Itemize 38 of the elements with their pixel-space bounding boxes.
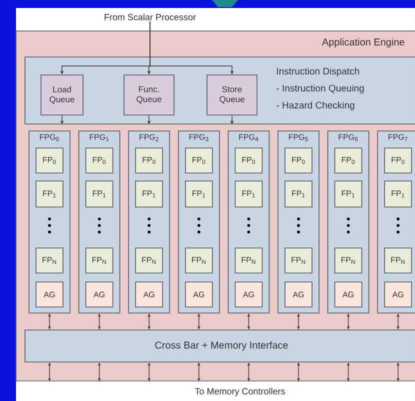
address-generator-box: AG (334, 282, 362, 308)
caption-text: To Memory Controllers (194, 388, 285, 396)
queue-box: Func. Queue (124, 74, 174, 116)
address-generator-box: AG (85, 282, 114, 308)
processor-box: FP$_{0}$ (185, 148, 213, 174)
crossbar-box: Cross Bar + Memory Interface (24, 330, 415, 362)
processor-box: FP$_{N}$ (85, 248, 114, 274)
processor-box: FP$_{N}$ (284, 248, 312, 274)
processor-box: FP$_{1}$ (85, 180, 114, 208)
address-generator-box: AG (234, 282, 263, 308)
processor-box: FP$_{N}$ (185, 248, 213, 274)
processor-box: FP$_{1}$ (284, 180, 312, 208)
address-generator-box: AG (135, 282, 163, 308)
processor-box: FP$_{0}$ (36, 148, 64, 174)
queue-box: Store Queue (206, 74, 258, 116)
processor-box: FP$_{1}$ (36, 180, 64, 208)
caption-text: From Scalar Processor (104, 14, 196, 20)
processor-box: FP$_{0}$ (135, 148, 163, 174)
address-generator-box: AG (384, 282, 412, 308)
address-generator-box: AG (284, 282, 312, 308)
processor-box: FP$_{1}$ (384, 180, 412, 208)
processor-box: FP$_{N}$ (334, 248, 362, 274)
queue-box: Load Queue (40, 74, 84, 116)
address-generator-box: AG (185, 282, 213, 308)
processor-box: FP$_{N}$ (36, 248, 64, 274)
address-generator-box: AG (36, 282, 64, 308)
processor-box: FP$_{0}$ (334, 148, 362, 174)
processor-box: FP$_{1}$ (135, 180, 163, 208)
processor-box: FP$_{N}$ (135, 248, 163, 274)
processor-box: FP$_{N}$ (234, 248, 263, 274)
processor-box: FP$_{0}$ (85, 148, 114, 174)
processor-box: FP$_{0}$ (234, 148, 263, 174)
processor-box: FP$_{0}$ (384, 148, 412, 174)
processor-box: FP$_{0}$ (284, 148, 312, 174)
processor-box: FP$_{1}$ (234, 180, 263, 208)
processor-box: FP$_{N}$ (384, 248, 412, 274)
processor-box: FP$_{1}$ (185, 180, 213, 208)
processor-box: FP$_{1}$ (334, 180, 362, 208)
